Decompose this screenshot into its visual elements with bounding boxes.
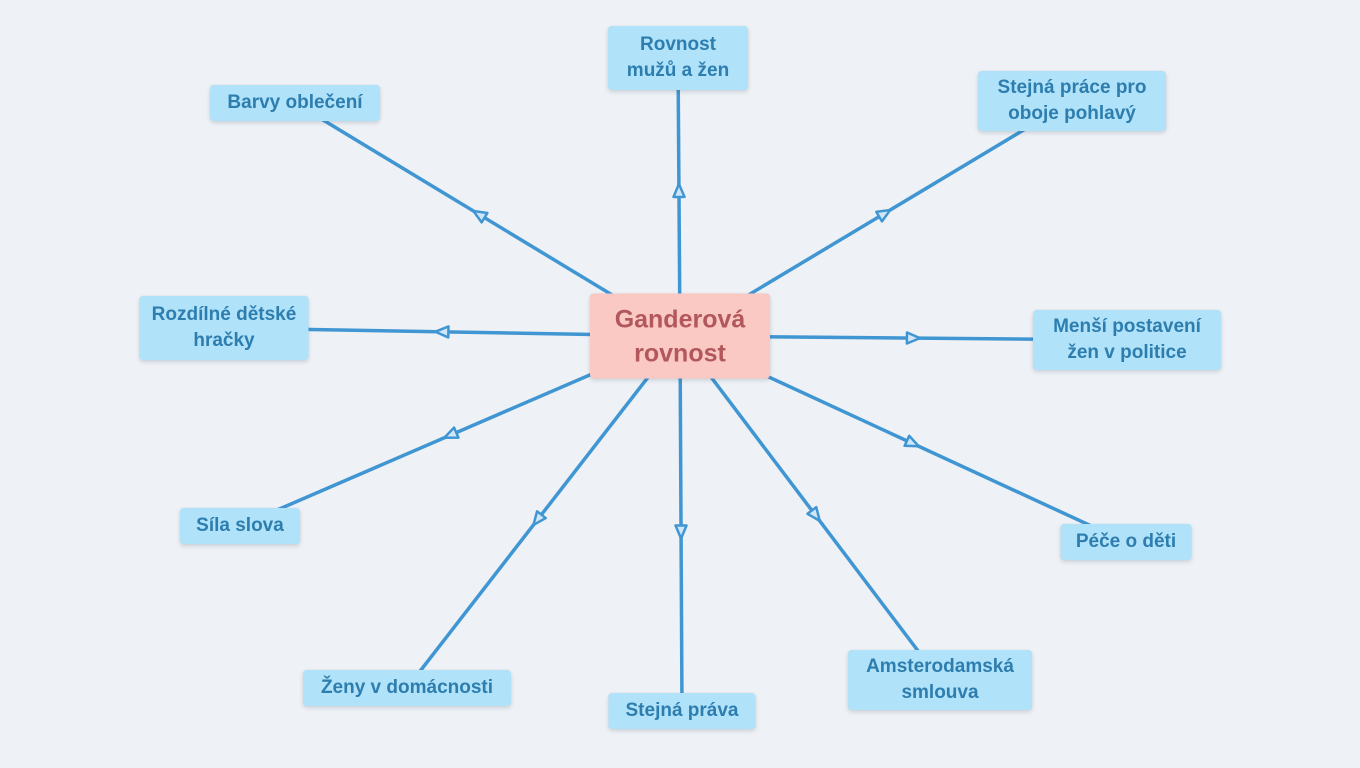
central-node-label: Ganderová rovnost bbox=[614, 305, 746, 367]
node-pece-o-deti[interactable]: Péče o děti bbox=[1060, 524, 1192, 560]
node-rozdilne-detske-hracky[interactable]: Rozdílné dětské hračky bbox=[139, 296, 309, 360]
node-label: Síla slova bbox=[196, 515, 284, 536]
node-label: Stejná práce pro oboje pohlavý bbox=[997, 77, 1147, 124]
node-label: Amsterodamská smlouva bbox=[866, 656, 1014, 703]
node-label: Rozdílné dětské hračky bbox=[151, 304, 297, 351]
node-stejna-prava[interactable]: Stejná práva bbox=[608, 693, 756, 729]
arrowhead-icon bbox=[875, 208, 892, 223]
node-label: Stejná práva bbox=[625, 700, 739, 721]
node-rovnost-muzu-a-zen[interactable]: Rovnost mužů a žen bbox=[608, 26, 748, 90]
node-amsterodamska-smlouva[interactable]: Amsterodamská smlouva bbox=[848, 650, 1032, 710]
arrowhead-icon bbox=[472, 209, 489, 224]
node-stejna-prace-pro-oboje-pohlavy[interactable]: Stejná práce pro oboje pohlavý bbox=[978, 71, 1166, 131]
arrowhead-icon bbox=[532, 510, 548, 527]
arrowhead-icon bbox=[443, 426, 460, 440]
node-zeny-v-domacnosti[interactable]: Ženy v domácnosti bbox=[303, 670, 511, 706]
node-label: Rovnost mužů a žen bbox=[626, 34, 730, 81]
arrowhead-icon bbox=[903, 434, 920, 448]
node-label: Péče o děti bbox=[1075, 531, 1177, 552]
arrowhead-icon bbox=[672, 182, 686, 199]
arrowhead-icon bbox=[905, 331, 922, 345]
node-barvy-obleceni[interactable]: Barvy oblečení bbox=[210, 85, 380, 121]
node-label: Barvy oblečení bbox=[227, 92, 363, 113]
node-sila-slova[interactable]: Síla slova bbox=[180, 508, 300, 544]
node-label: Ženy v domácnosti bbox=[320, 677, 494, 698]
arrowhead-icon bbox=[806, 505, 821, 523]
arrowhead-icon bbox=[434, 325, 450, 339]
arrowhead-icon bbox=[674, 524, 688, 540]
node-mensi-postaveni-zen-v-politice[interactable]: Menší postavení žen v politice bbox=[1033, 310, 1221, 370]
central-node-ganderova-rovnost[interactable]: Ganderová rovnost bbox=[590, 293, 770, 379]
node-label: Menší postavení žen v politice bbox=[1053, 316, 1201, 363]
